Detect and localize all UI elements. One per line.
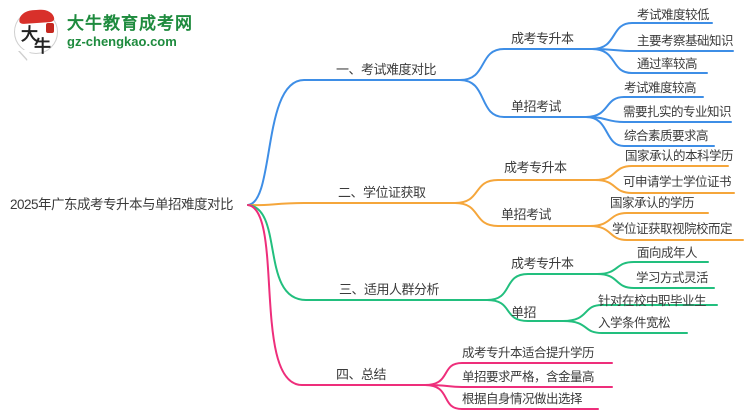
logo-seal-icon bbox=[46, 23, 54, 33]
branch3-sub2-leaf2: 入学条件宽松 bbox=[598, 316, 671, 330]
root-node-title: 2025年广东成考专升本与单招难度对比 bbox=[10, 197, 234, 212]
edge-branch2-sub1 bbox=[454, 179, 596, 204]
edge-b3s2-leaf2 bbox=[562, 320, 688, 334]
site-name: 大牛教育成考网 bbox=[67, 13, 193, 33]
edge-branch1-sub1 bbox=[459, 48, 593, 81]
branch1-sub2-label: 单招考试 bbox=[511, 99, 562, 114]
logo-char-niu: 牛 bbox=[34, 37, 51, 56]
branch2-sub1-leaf2: 可申请学士学位证书 bbox=[623, 175, 732, 189]
branch2-sub1-leaf1: 国家承认的本科学历 bbox=[625, 149, 734, 163]
edge-root-branch1 bbox=[247, 79, 461, 206]
edge-b1s1-leaf3 bbox=[591, 48, 708, 74]
edge-branch1-sub2 bbox=[459, 79, 587, 118]
branch2-label: 二、学位证获取 bbox=[338, 185, 426, 200]
daniu-logo-icon: 大 牛 bbox=[14, 8, 58, 60]
edge-b1s1-leaf1 bbox=[591, 22, 713, 50]
edge-b2s2-leaf2 bbox=[589, 225, 744, 241]
branch1-label: 一、考试难度对比 bbox=[336, 62, 437, 77]
branch3-label: 三、适用人群分析 bbox=[339, 282, 440, 297]
edge-b4-leaf2 bbox=[424, 384, 613, 388]
edge-root-branch4 bbox=[247, 204, 426, 386]
branch4-label: 四、总结 bbox=[336, 367, 387, 382]
branch2-sub2-leaf1: 国家承认的学历 bbox=[610, 196, 695, 210]
branch3-sub1-leaf1: 面向成年人 bbox=[637, 246, 698, 260]
edge-branch3-sub1 bbox=[486, 273, 598, 301]
branch3-sub2-leaf1: 针对在校中职毕业生 bbox=[598, 294, 707, 308]
edge-b2s1-leaf2 bbox=[594, 179, 735, 194]
branch4-leaf3: 根据自身情况做出选择 bbox=[462, 392, 583, 406]
branch4-leaf1: 成考专升本适合提升学历 bbox=[462, 346, 595, 360]
branch1-sub2-leaf1: 考试难度较高 bbox=[624, 81, 697, 95]
site-url: gz-chengkao.com bbox=[67, 34, 177, 50]
site-logo[interactable]: 大 牛 大牛教育成考网 gz-chengkao.com bbox=[14, 8, 193, 60]
branch1-sub1-label: 成考专升本 bbox=[511, 31, 574, 46]
branch1-sub2-leaf2: 需要扎实的专业知识 bbox=[623, 105, 732, 119]
branch2-sub2-label: 单招考试 bbox=[501, 207, 552, 222]
branch3-sub1-label: 成考专升本 bbox=[511, 256, 574, 271]
branch4-leaf2: 单招要求严格，含金量高 bbox=[462, 370, 595, 384]
branch1-sub1-leaf3: 通过率较高 bbox=[637, 57, 698, 71]
branch1-sub1-leaf2: 主要考察基础知识 bbox=[637, 34, 734, 48]
edge-b1s2-leaf3 bbox=[585, 116, 715, 147]
edge-root-branch3 bbox=[247, 204, 488, 301]
branch3-sub1-leaf2: 学习方式灵活 bbox=[636, 271, 709, 285]
edge-branch3-sub2 bbox=[486, 299, 564, 322]
branch1-sub2-leaf3: 综合素质要求高 bbox=[624, 129, 709, 143]
logo-bubble-tail bbox=[19, 50, 30, 60]
branch2-sub2-leaf2: 学位证获取视院校而定 bbox=[612, 222, 733, 236]
logo-char-da: 大 bbox=[21, 25, 38, 44]
edge-b3s1-leaf2 bbox=[596, 273, 715, 289]
branch3-sub2-label: 单招 bbox=[511, 305, 537, 320]
edge-b1s1-leaf2 bbox=[591, 48, 734, 52]
edge-branch2-sub2 bbox=[454, 202, 591, 227]
branch1-sub1-leaf1: 考试难度较低 bbox=[637, 8, 710, 22]
edge-root-branch2 bbox=[247, 202, 456, 207]
branch2-sub1-label: 成考专升本 bbox=[504, 160, 567, 175]
edge-b4-leaf3 bbox=[424, 384, 599, 410]
